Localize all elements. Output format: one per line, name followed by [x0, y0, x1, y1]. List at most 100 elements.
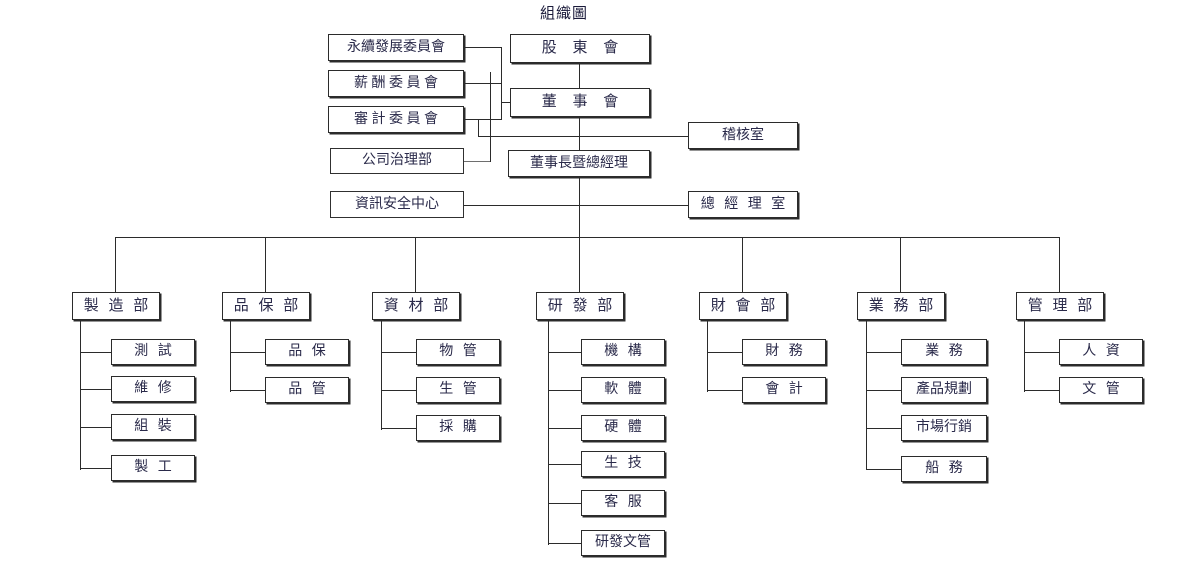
- connector-quality-child-1: [230, 390, 266, 392]
- node-label: 資 材 部: [383, 297, 452, 314]
- node-label: 審 計 委 員 會: [354, 111, 438, 127]
- node-quality-control: 品 管: [265, 377, 349, 403]
- node-compensation-committee: 薪 酬 委 員 會: [328, 70, 464, 97]
- node-label: 文 管: [1082, 382, 1123, 397]
- node-marketing: 市場行銷: [901, 415, 987, 441]
- connector-manufacturing-spine: [80, 320, 82, 470]
- node-rd-document-control: 研發文管: [581, 530, 665, 556]
- node-label: 總 經 理 室: [700, 196, 789, 212]
- connector-finance-child-1: [707, 390, 743, 392]
- node-board-of-directors: 董 事 會: [510, 88, 650, 117]
- connector-materials-spine: [381, 320, 383, 430]
- connector-department-bus: [115, 237, 1060, 239]
- node-label: 管 理 部: [1027, 297, 1096, 314]
- node-admin-dept: 管 理 部: [1016, 292, 1104, 320]
- node-label: 永續發展委員會: [347, 39, 445, 55]
- connector-rd-child-3: [548, 464, 582, 466]
- connector-president-office-line: [464, 205, 689, 207]
- node-quality-assurance-dept: 品 保 部: [222, 292, 310, 320]
- node-label: 物 管: [439, 344, 480, 359]
- node-testing: 測 試: [111, 339, 195, 365]
- node-label: 製 工: [134, 460, 175, 475]
- connector-drop-materials: [415, 237, 417, 292]
- connector-audit-office-riser: [478, 120, 480, 137]
- node-rd-dept: 研 發 部: [536, 292, 624, 320]
- node-finance-dept: 財 會 部: [699, 292, 787, 320]
- node-label: 財 務: [765, 344, 806, 359]
- connector-manufacturing-child-0: [80, 352, 112, 354]
- node-shareholders-meeting: 股 東 會: [510, 34, 650, 63]
- node-label: 軟 體: [604, 382, 645, 397]
- connector-admin-spine: [1024, 320, 1026, 392]
- node-label: 組 裝: [134, 419, 175, 434]
- connector-admin-child-0: [1024, 352, 1060, 354]
- connector-sales-spine: [866, 320, 868, 470]
- connector-finance-child-0: [707, 352, 743, 354]
- node-label: 董事長暨總經理: [530, 155, 628, 171]
- node-label: 股 東 會: [541, 40, 625, 56]
- node-label: 製 造 部: [83, 297, 152, 314]
- node-audit-committee: 審 計 委 員 會: [328, 106, 464, 133]
- node-label: 研發文管: [595, 535, 651, 550]
- connector-chairman-stem: [579, 177, 581, 237]
- node-maintenance: 維 修: [111, 376, 195, 402]
- node-sustainability-committee: 永續發展委員會: [328, 34, 464, 61]
- node-shipping: 船 務: [901, 456, 987, 482]
- connector-quality-spine: [230, 320, 232, 392]
- connector-board-chairman: [579, 117, 581, 150]
- connector-manufacturing-child-1: [80, 389, 112, 391]
- node-quality-assurance: 品 保: [265, 339, 349, 365]
- node-mechanical: 機 構: [581, 339, 665, 365]
- node-label: 資訊安全中心: [355, 196, 439, 212]
- node-label: 生 管: [439, 382, 480, 397]
- node-label: 稽核室: [722, 127, 764, 143]
- node-label: 品 保 部: [233, 297, 302, 314]
- node-label: 公司治理部: [362, 153, 432, 168]
- connector-governance-stub: [464, 161, 491, 163]
- node-sales: 業 務: [901, 339, 987, 365]
- connector-drop-finance: [742, 237, 744, 292]
- node-label: 人 資: [1082, 344, 1123, 359]
- node-software: 軟 體: [581, 377, 665, 403]
- node-label: 產品規劃: [916, 382, 972, 397]
- connector-rd-child-1: [548, 390, 582, 392]
- connector-committee-to-board: [501, 102, 511, 104]
- node-corporate-governance-dept: 公司治理部: [330, 148, 464, 174]
- node-assembly: 組 裝: [111, 414, 195, 440]
- node-label: 維 修: [134, 381, 175, 396]
- node-label: 品 管: [288, 382, 329, 397]
- connector-drop-sales: [900, 237, 902, 292]
- node-materials-dept: 資 材 部: [372, 292, 460, 320]
- node-sales-dept: 業 務 部: [857, 292, 945, 320]
- connector-quality-child-0: [230, 352, 266, 354]
- connector-sales-child-2: [866, 428, 902, 430]
- node-finance: 財 務: [742, 339, 826, 365]
- connector-sales-child-3: [866, 469, 902, 471]
- connector-rd-child-0: [548, 352, 582, 354]
- node-label: 品 保: [288, 344, 329, 359]
- connector-sales-child-1: [866, 390, 902, 392]
- connector-admin-child-1: [1024, 390, 1060, 392]
- connector-sustainability-stub: [464, 47, 502, 49]
- connector-materials-child-2: [381, 428, 417, 430]
- node-label: 會 計: [765, 382, 806, 397]
- node-information-security-center: 資訊安全中心: [330, 191, 464, 218]
- node-label: 研 發 部: [547, 297, 616, 314]
- node-accounting: 會 計: [742, 377, 826, 403]
- connector-committee-bus: [501, 47, 503, 119]
- node-procurement: 採 購: [416, 415, 500, 441]
- connector-shareholders-board: [579, 63, 581, 88]
- node-label: 硬 體: [604, 420, 645, 435]
- connector-drop-rd: [579, 237, 581, 292]
- node-label: 董 事 會: [541, 94, 625, 110]
- connector-materials-child-0: [381, 352, 417, 354]
- node-label: 機 構: [604, 344, 645, 359]
- node-president-office: 總 經 理 室: [688, 191, 798, 218]
- node-label: 業 務 部: [868, 297, 937, 314]
- connector-compensation-stub: [464, 83, 502, 85]
- node-label: 測 試: [134, 344, 175, 359]
- connector-rd-spine: [548, 320, 550, 545]
- node-label: 生 技: [604, 456, 645, 471]
- connector-finance-spine: [707, 320, 709, 392]
